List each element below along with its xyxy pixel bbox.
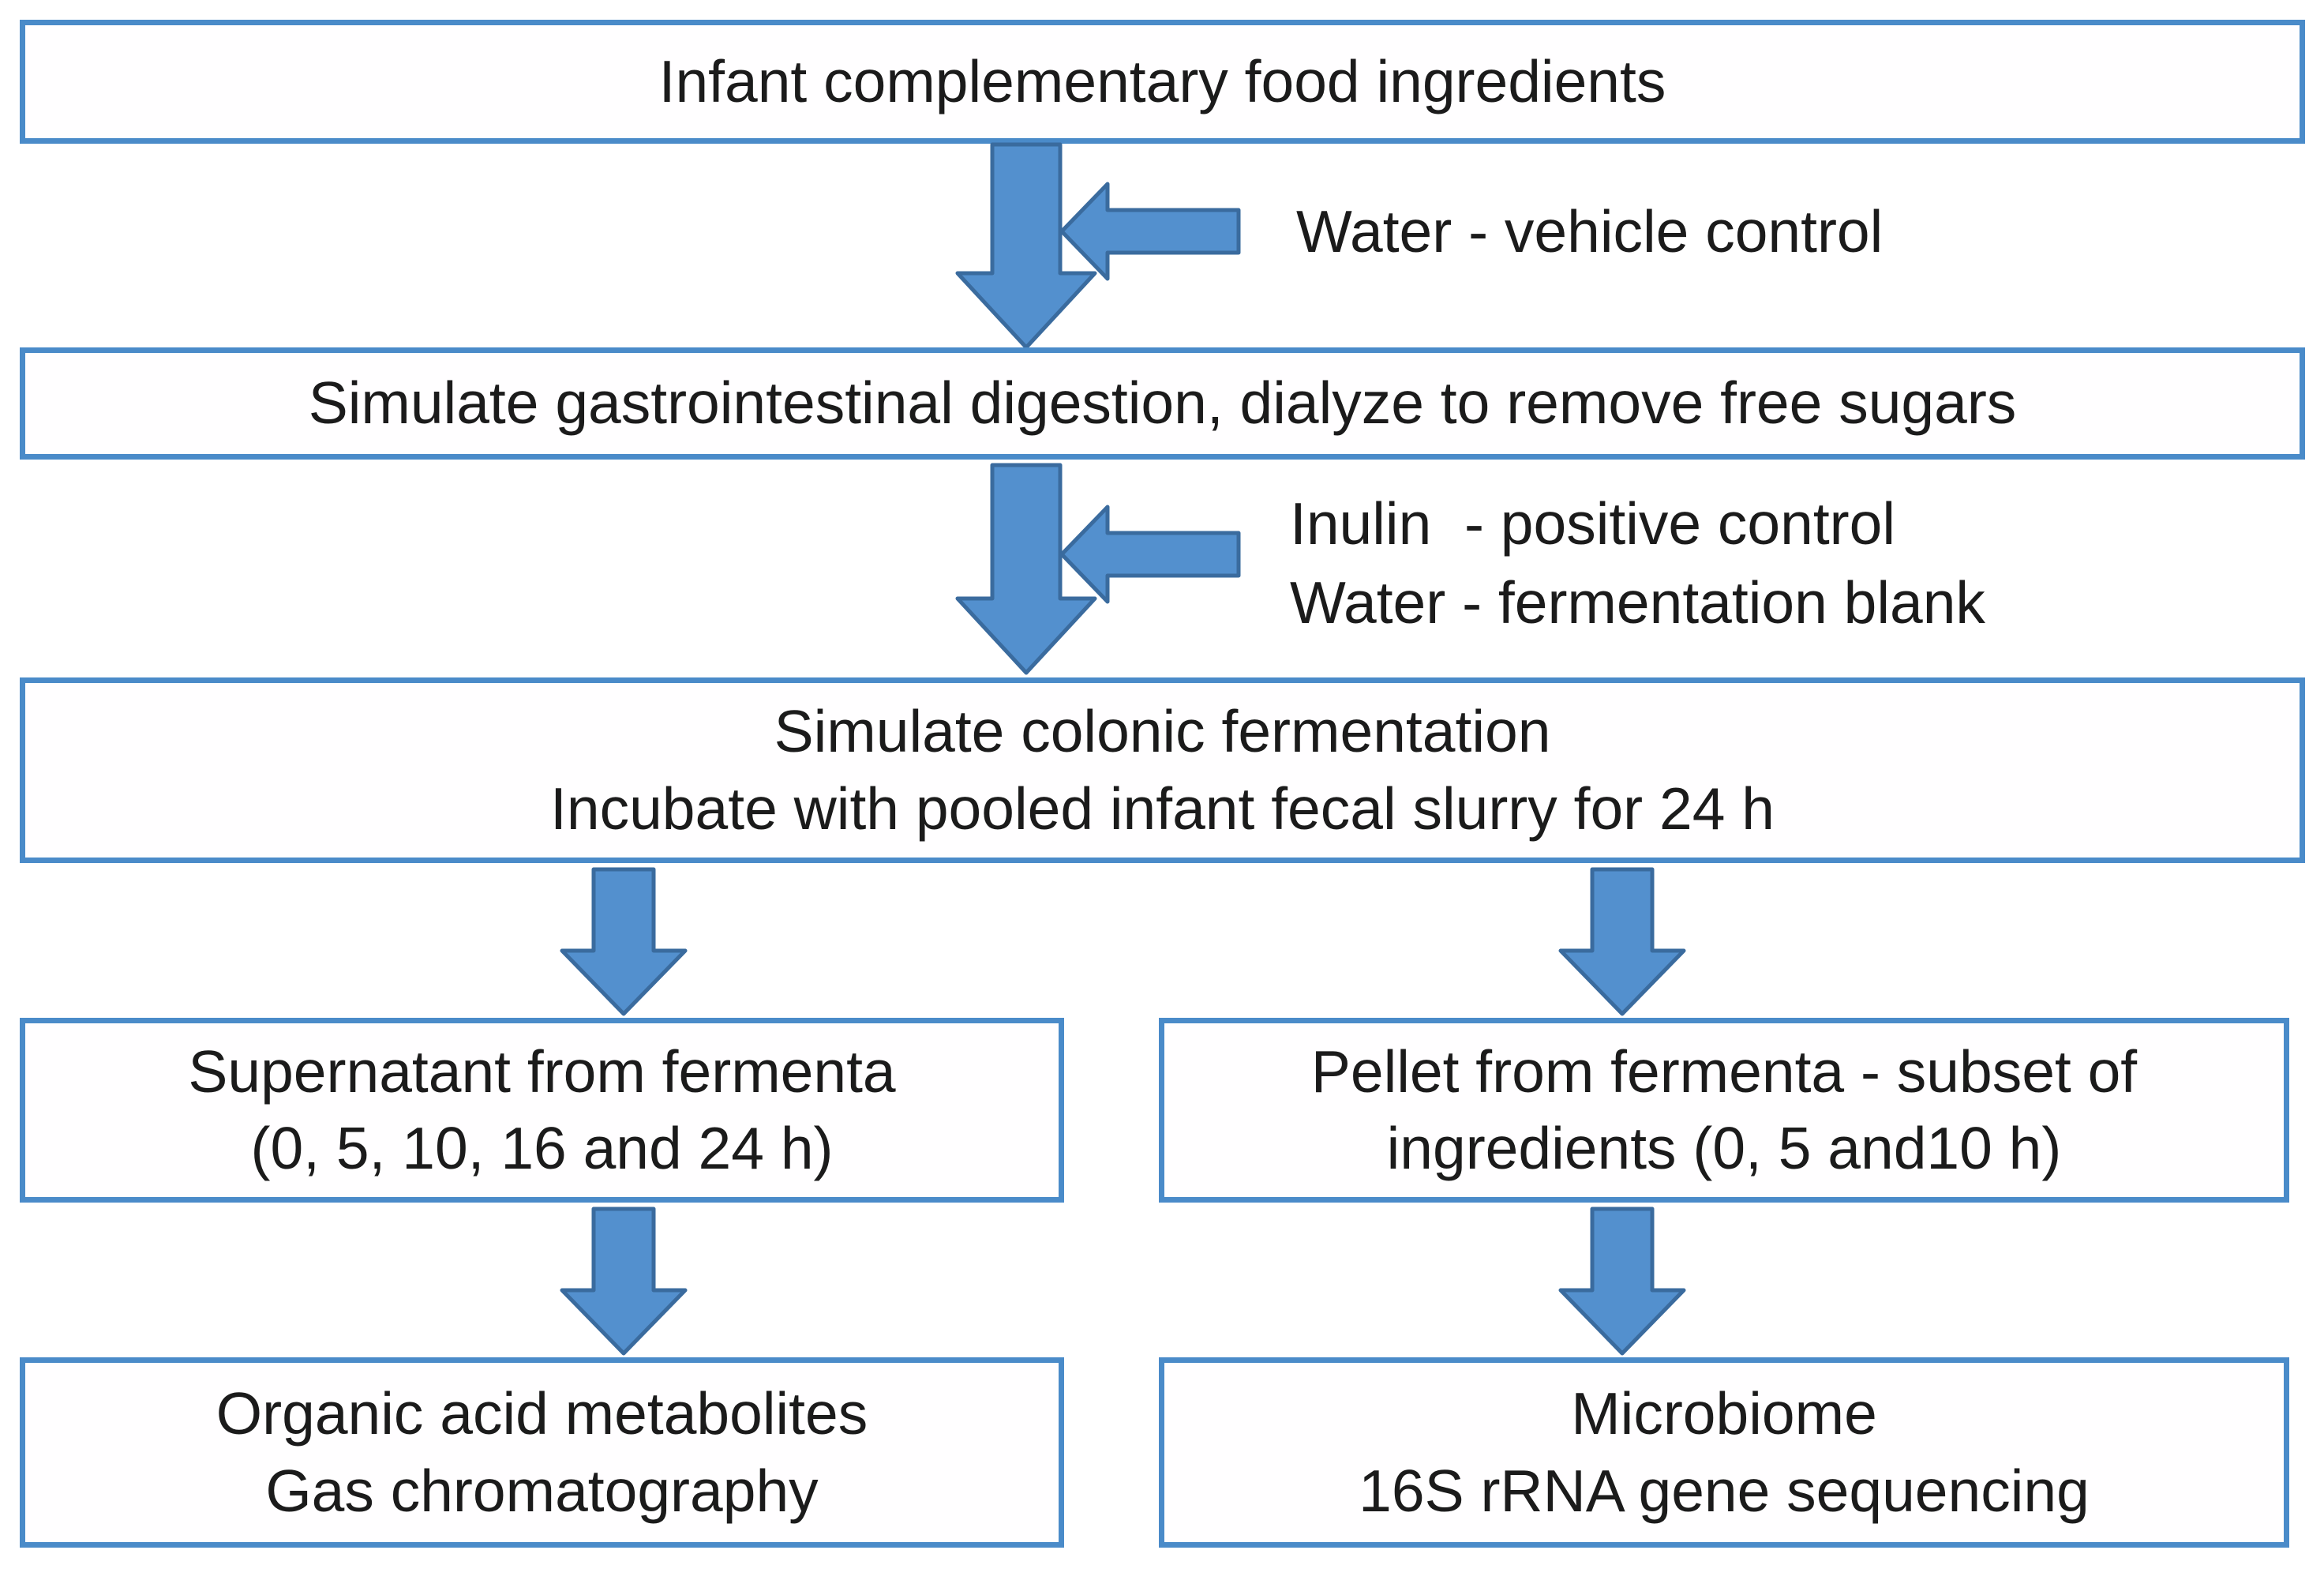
annotation-text: Water - fermentation blank: [1290, 569, 1985, 636]
box-infant-food-ingredients: Infant complementary food ingredients: [20, 20, 2305, 144]
box-text: Incubate with pooled infant fecal slurry…: [550, 775, 1775, 842]
box-text: Organic acid metabolites: [216, 1380, 868, 1447]
left-arrow-vehicle-control: [1059, 182, 1241, 281]
box-text: Simulate colonic fermentation: [774, 698, 1551, 764]
box-colonic-fermentation: Simulate colonic fermentation Incubate w…: [20, 677, 2305, 863]
down-arrow-microbiome: [1558, 1207, 1686, 1356]
box-text: Supernatant from fermenta: [188, 1038, 896, 1105]
annotation-text: Water - vehicle control: [1296, 198, 1884, 265]
box-gastrointestinal-digestion: Simulate gastrointestinal digestion, dia…: [20, 347, 2305, 460]
down-arrow-2: [955, 463, 1097, 675]
down-arrow-pellet: [1558, 867, 1686, 1016]
left-arrow-fermentation-controls: [1059, 505, 1241, 604]
box-text: Gas chromatography: [265, 1457, 819, 1524]
down-arrow-organic-acid: [560, 1207, 688, 1356]
down-arrow-supernatant: [560, 867, 688, 1016]
box-text: (0, 5, 10, 16 and 24 h): [250, 1115, 834, 1181]
box-text: ingredients (0, 5 and10 h): [1386, 1115, 2062, 1181]
box-text: Microbiome: [1571, 1380, 1877, 1447]
annotation-text: Inulin - positive control: [1290, 490, 1896, 557]
box-pellet: Pellet from fermenta - subset of ingredi…: [1159, 1018, 2289, 1203]
box-text: Infant complementary food ingredients: [658, 47, 1666, 114]
box-text: 16S rRNA gene sequencing: [1359, 1457, 2090, 1524]
box-text: Simulate gastrointestinal digestion, dia…: [308, 370, 2017, 437]
down-arrow-1: [955, 142, 1097, 350]
box-microbiome: Microbiome 16S rRNA gene sequencing: [1159, 1357, 2289, 1548]
box-text: Pellet from fermenta - subset of: [1310, 1038, 2138, 1105]
annotation-fermentation-controls: Inulin - positive control Water - fermen…: [1290, 484, 1985, 642]
box-supernatant: Supernatant from fermenta (0, 5, 10, 16 …: [20, 1018, 1064, 1203]
box-organic-acid-metabolites: Organic acid metabolites Gas chromatogra…: [20, 1357, 1064, 1548]
annotation-vehicle-control: Water - vehicle control: [1296, 192, 1883, 271]
